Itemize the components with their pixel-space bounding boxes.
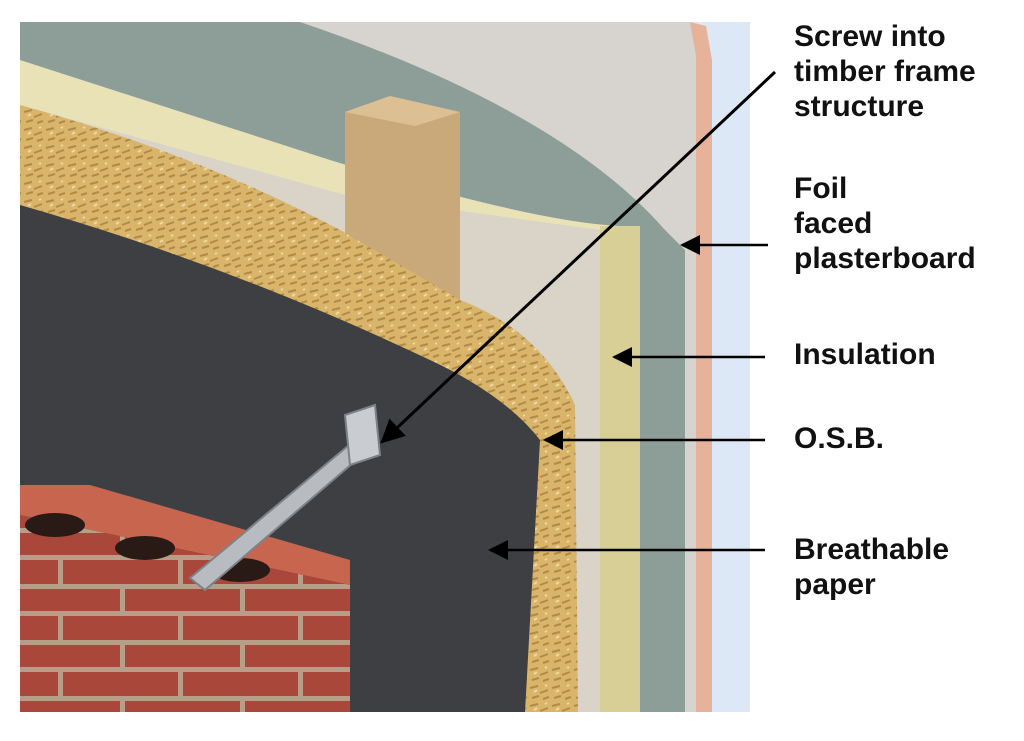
screw-label-line: Screw into [794,20,946,53]
insulation-label: Insulation [794,338,936,373]
brick-wall [20,515,350,712]
osb-label-line: O.S.B. [794,422,885,455]
paper-label-line: paper [794,567,876,601]
plasterboard-label-line: plasterboard [794,241,976,275]
screw-arrow [380,70,777,444]
screw-label-line: structure [794,89,925,123]
screw-label-line: timber frame [794,54,976,88]
osb-label: O.S.B. [794,422,884,457]
timber-stud-top [345,96,460,126]
paper-label: Breathable paper [794,533,949,603]
insulation-edge [600,226,640,712]
insulation-label-line: Insulation [794,338,936,371]
plasterboard-label-line: Foil [794,172,848,205]
screw-label: Screw into timber frame structure [794,20,976,124]
plasterboard-label-line: faced [794,206,873,240]
plasterboard-label: Foil faced plasterboard [794,172,976,276]
brick-hole [115,536,175,560]
paper-label-line: Breathable [794,533,950,566]
plasterboard-edge [690,22,712,712]
wall-tie-bracket [343,403,382,467]
brick-top [20,485,350,585]
brick-hole [25,513,85,537]
